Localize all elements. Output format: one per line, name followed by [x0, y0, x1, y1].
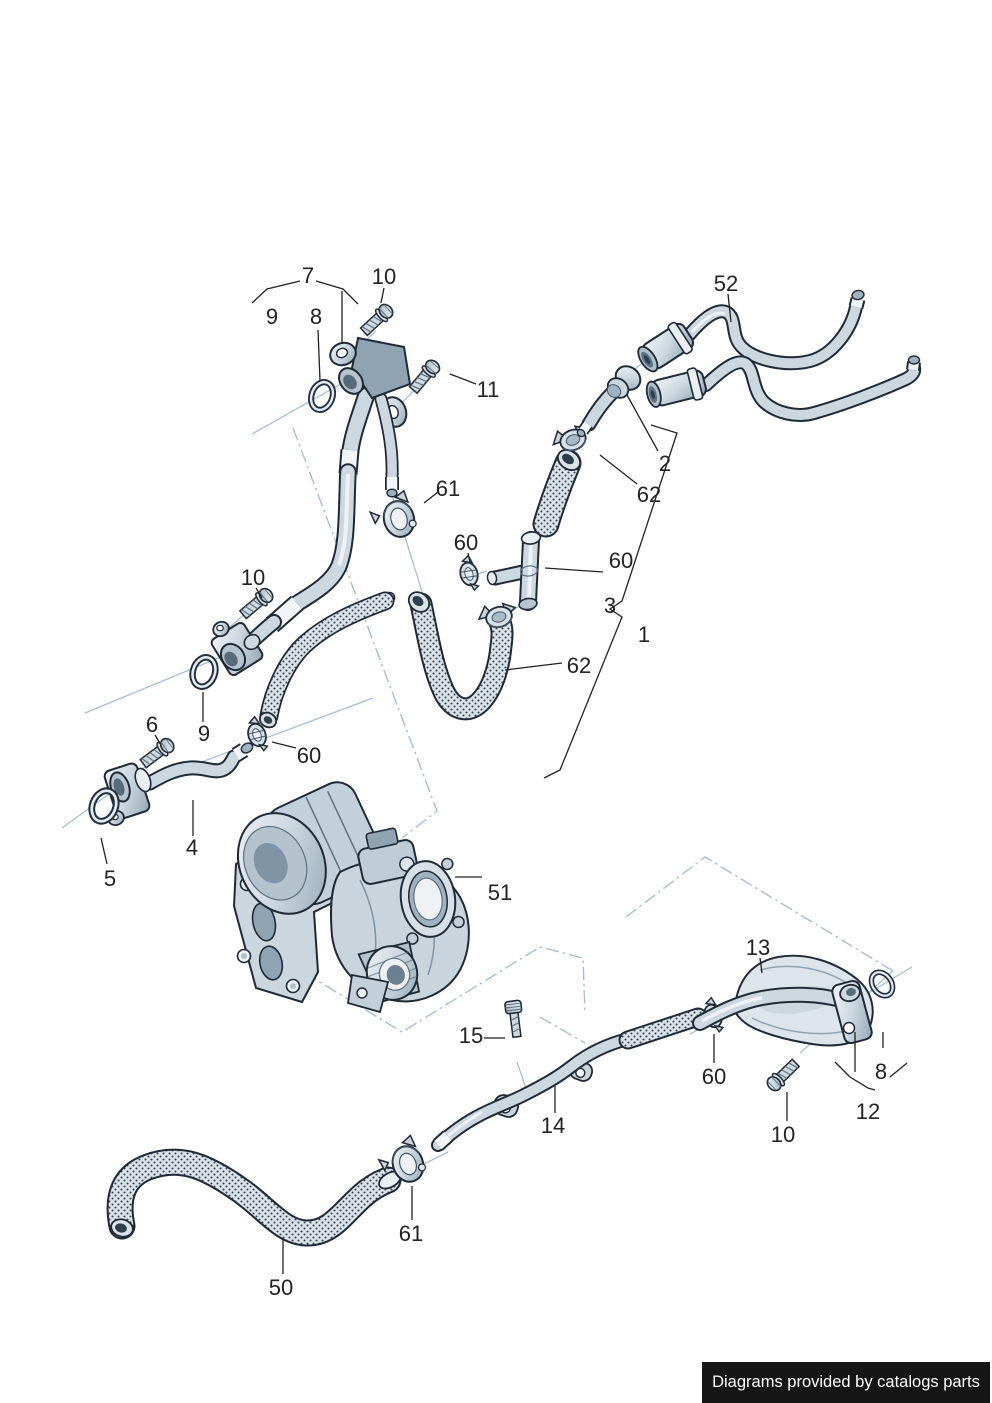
callout-4: 4: [185, 835, 199, 860]
callout-13: 13: [745, 935, 771, 960]
callout-12: 12: [855, 1099, 881, 1124]
lower-pipe-14: [431, 995, 728, 1152]
footer-credit-text: Diagrams provided by catalogs parts: [712, 1373, 980, 1391]
breather-pipe-assembly: [242, 300, 444, 651]
callout-10: 10: [770, 1122, 796, 1147]
top-flange: [329, 336, 412, 400]
callout-51: 51: [487, 880, 513, 905]
callout-1: 1: [637, 622, 651, 647]
callout-10: 10: [240, 565, 266, 590]
o-ring-8: [307, 379, 336, 413]
pipe-socket-lower: [645, 367, 707, 408]
elbow-connector-2: [576, 365, 642, 438]
callout-leader-lines: [100, 280, 908, 1274]
callout-62: 62: [636, 482, 662, 507]
footer-credit-bar: Diagrams provided by catalogs parts: [702, 1362, 990, 1403]
callout-52: 52: [713, 271, 739, 296]
metal-pipe-run: [242, 387, 375, 651]
callout-60: 60: [608, 548, 634, 573]
o-ring-8: [867, 968, 897, 1000]
callout-50: 50: [268, 1275, 294, 1300]
callout-10: 10: [371, 264, 397, 289]
heat-shield-assembly: [692, 954, 897, 1095]
callout-9: 9: [197, 721, 211, 746]
outlet-flange-ring: [399, 857, 465, 945]
twin-vacuum-pipes-52: [637, 289, 922, 422]
coolant-pipe-4: [87, 734, 254, 828]
t-connector: [486, 531, 542, 611]
callout-60: 60: [453, 530, 479, 555]
callout-60: 60: [296, 743, 322, 768]
callout-6: 6: [145, 712, 159, 737]
callout-8: 8: [309, 304, 323, 329]
center-hose-chain: [407, 365, 642, 721]
callout-2: 2: [658, 451, 672, 476]
screw-10: [763, 1056, 803, 1095]
callout-9: 9: [265, 304, 279, 329]
callout-7: 7: [301, 263, 315, 288]
callout-61: 61: [435, 476, 461, 501]
thin-pipe-branch: [374, 392, 399, 498]
callout-3: 3: [603, 593, 617, 618]
left-branch-flange: [189, 584, 277, 689]
callout-11: 11: [476, 377, 500, 402]
screw-15: [503, 999, 526, 1039]
callout-61: 61: [398, 1221, 424, 1246]
assembly-axis-lines: [61, 330, 913, 1186]
o-ring-9: [189, 654, 219, 689]
screw-11: [406, 356, 444, 396]
callout-62: 62: [566, 653, 592, 678]
hose-50: [106, 1133, 430, 1247]
callout-15: 15: [458, 1023, 484, 1048]
pipe-socket-upper: [637, 321, 695, 373]
callout-8: 8: [874, 1059, 888, 1084]
actuator: [357, 827, 419, 885]
braided-hose-run: [241, 591, 396, 755]
callout-5: 5: [103, 866, 117, 891]
screw-10: [357, 300, 397, 339]
clamp-60: [455, 553, 483, 594]
callout-14: 14: [540, 1113, 566, 1138]
turbocharger-51: [232, 781, 470, 1014]
callout-60: 60: [701, 1064, 727, 1089]
